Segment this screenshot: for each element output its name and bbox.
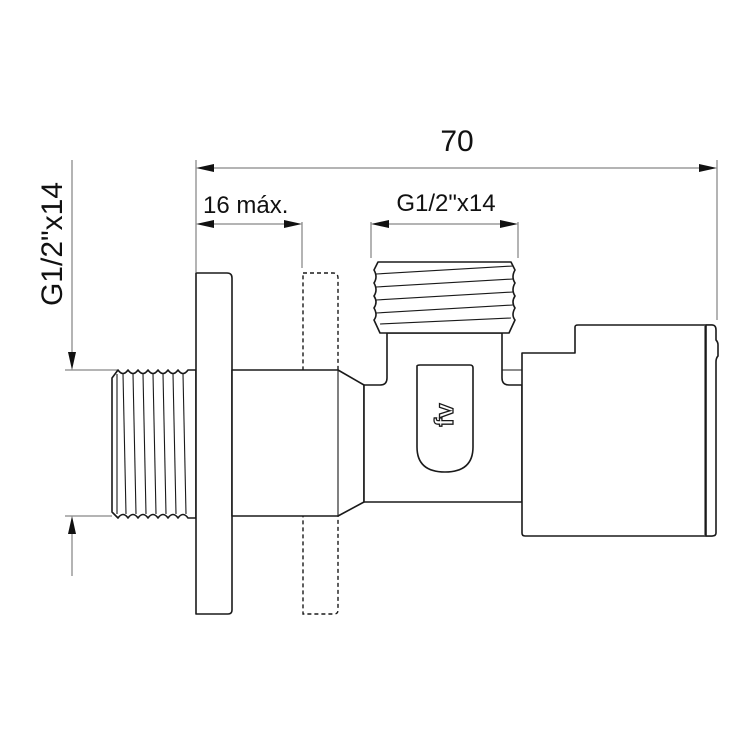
valve-handle [502, 324, 719, 537]
flange-alternate-position [302, 272, 339, 615]
svg-text:fv: fv [429, 403, 459, 427]
inlet-thread-label: G1/2"x14 [36, 182, 69, 306]
outlet-thread-label: G1/2"x14 [396, 190, 495, 217]
arrow-left-icon [196, 164, 214, 172]
valve-body-cylinder [231, 369, 365, 517]
arrow-right-icon [699, 164, 717, 172]
fv-logo-icon: fv [428, 402, 459, 427]
arrow-right-icon [284, 220, 302, 228]
overall-length-label: 70 [440, 125, 473, 158]
dimension-wall-depth: 16 máx. [196, 192, 303, 268]
dimension-inlet-thread: G1/2"x14 [36, 160, 118, 576]
dimension-overall-length: 70 [195, 125, 718, 320]
arrow-left-icon [196, 220, 214, 228]
outlet-thread [373, 261, 516, 334]
wall-depth-label: 16 máx. [203, 192, 288, 219]
arrow-right-icon [500, 220, 518, 228]
arrow-left-icon [371, 220, 389, 228]
inlet-thread [111, 369, 197, 519]
arrow-down-icon [68, 352, 76, 370]
wall-flange [195, 272, 233, 615]
dimension-outlet-thread: G1/2"x14 [370, 190, 519, 258]
arrow-up-icon [68, 516, 76, 534]
logo-plate: fv [416, 364, 474, 473]
